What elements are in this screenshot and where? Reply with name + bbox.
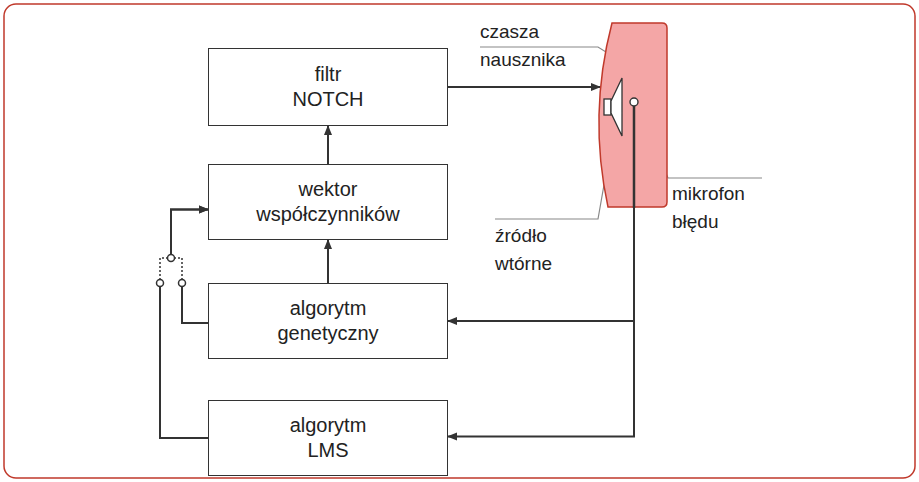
box-text: algorytm genetyczny bbox=[268, 296, 388, 346]
algorithm-box: algorytm genetyczny bbox=[208, 283, 448, 359]
signal-arrow bbox=[327, 126, 329, 164]
outer-frame bbox=[4, 4, 915, 478]
signal-arrow bbox=[448, 208, 634, 321]
part-label: czasza nausznika bbox=[480, 18, 592, 74]
part-label: mikrofon błędu bbox=[672, 180, 782, 236]
signal-arrow bbox=[171, 210, 208, 323]
earcup-shape bbox=[596, 22, 668, 208]
earcup: czasza nausznika bbox=[596, 22, 668, 208]
signal-arrow bbox=[160, 210, 208, 438]
signal-arrow bbox=[327, 240, 329, 283]
coefficient-box: wektor współczynników bbox=[208, 164, 448, 240]
algorithm-box: algorytm LMS bbox=[208, 400, 448, 476]
signal-arrow bbox=[448, 208, 634, 436]
box-text: filtr NOTCH bbox=[283, 62, 373, 112]
selector-switch bbox=[157, 255, 186, 287]
part-label: źródło wtórne bbox=[495, 222, 605, 278]
box-text: algorytm LMS bbox=[278, 413, 378, 463]
filter-box: filtr NOTCH bbox=[208, 48, 448, 126]
box-text: wektor współczynników bbox=[241, 177, 416, 227]
signal-arrow bbox=[448, 86, 600, 88]
